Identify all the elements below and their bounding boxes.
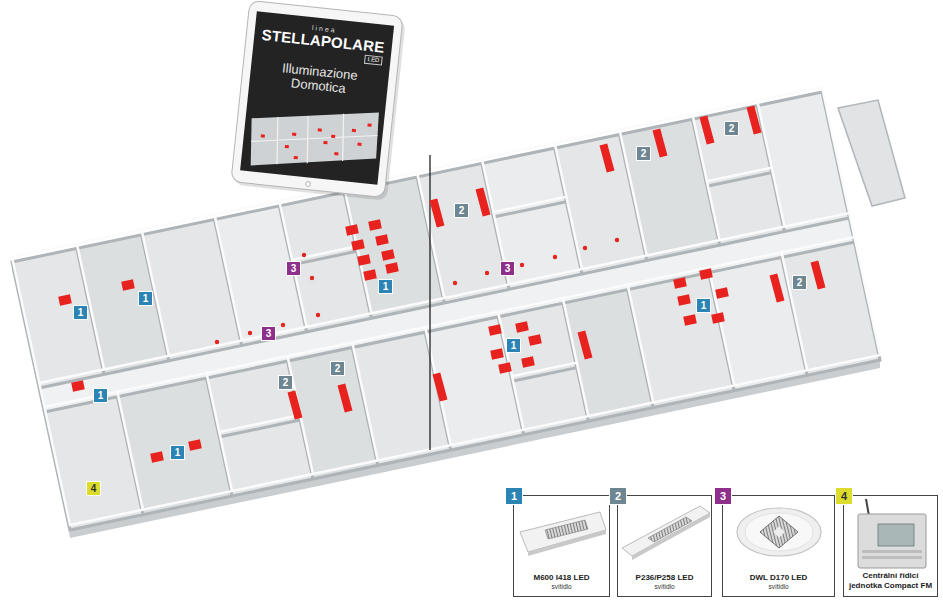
callout-text: 1 (510, 339, 517, 352)
callout-text: 1 (77, 306, 84, 319)
callout-text: 3 (290, 262, 297, 275)
callout-text: 1 (97, 389, 104, 402)
legend-card: P236/P258 LEDsvítidlo2 (617, 495, 712, 597)
callout-text: 3 (265, 327, 272, 340)
floor (12, 92, 880, 530)
callout-text: 2 (728, 122, 735, 135)
wall-tops (12, 87, 880, 525)
callout-number: 3 (500, 261, 515, 276)
callout-number: 1 (506, 338, 521, 353)
tablet-illustration (231, 0, 406, 200)
callout-text: 2 (614, 488, 622, 504)
callout-number: 2 (636, 146, 651, 161)
callout-text: 1 (510, 488, 518, 504)
callout-number: 3 (286, 261, 301, 276)
callout-text: 1 (142, 292, 149, 305)
brochure-screen: lineaSTELLAPOLARELEDIlluminazione Domoti… (249, 11, 394, 100)
callout-number: 1 (696, 298, 711, 313)
callout-number: 1 (378, 279, 393, 294)
section-line (429, 155, 430, 450)
callout-number: 3 (714, 487, 732, 505)
callout-text: 2 (334, 362, 341, 375)
callout-text: 4 (840, 488, 848, 504)
callout-text: 1 (700, 299, 707, 312)
callout-number: 2 (330, 361, 345, 376)
callout-number: 2 (792, 275, 807, 290)
product-name: M600 I418 LED (533, 573, 589, 583)
callout-number: 3 (261, 326, 276, 341)
panel-fixtures (58, 219, 729, 462)
brochure-title: LED (364, 55, 383, 66)
product-name: Centrální řídicí jednotka Compact FM (847, 571, 934, 591)
callout-text: 1 (382, 280, 389, 293)
product-type: svítidlo (654, 583, 674, 591)
legend-card: DWL D170 LEDsvítidlo3 (722, 495, 835, 597)
callout-number: 4 (86, 481, 101, 496)
product-type: svítidlo (551, 583, 571, 591)
callout-number: 1 (138, 291, 153, 306)
callout-text: 3 (504, 262, 511, 275)
callout-text: 2 (796, 276, 803, 289)
legend-card: M600 I418 LEDsvítidlo1 (513, 495, 610, 597)
callout-number: 4 (835, 487, 853, 505)
callout-number: 1 (505, 487, 523, 505)
legend-pictures (513, 495, 938, 597)
callout-number: 1 (93, 388, 108, 403)
callout-text: 2 (282, 376, 289, 389)
callout-text: 1 (174, 446, 181, 459)
callout-text: 3 (719, 488, 727, 504)
callout-number: 2 (609, 487, 627, 505)
callout-text: 2 (458, 204, 465, 217)
callout-number: 2 (278, 375, 293, 390)
stair-tower (838, 100, 905, 206)
callout-number: 2 (724, 121, 739, 136)
callout-text: 4 (90, 482, 97, 495)
downlights (215, 238, 619, 344)
legend-card: Centrální řídicí jednotka Compact FM4 (843, 495, 938, 597)
product-name: DWL D170 LED (750, 573, 808, 583)
product-name: P236/P258 LED (636, 573, 694, 583)
callout-text: 2 (640, 147, 647, 160)
product-type: svítidlo (768, 583, 788, 591)
callout-number: 1 (170, 445, 185, 460)
callout-number: 1 (73, 305, 88, 320)
callout-number: 2 (454, 203, 469, 218)
